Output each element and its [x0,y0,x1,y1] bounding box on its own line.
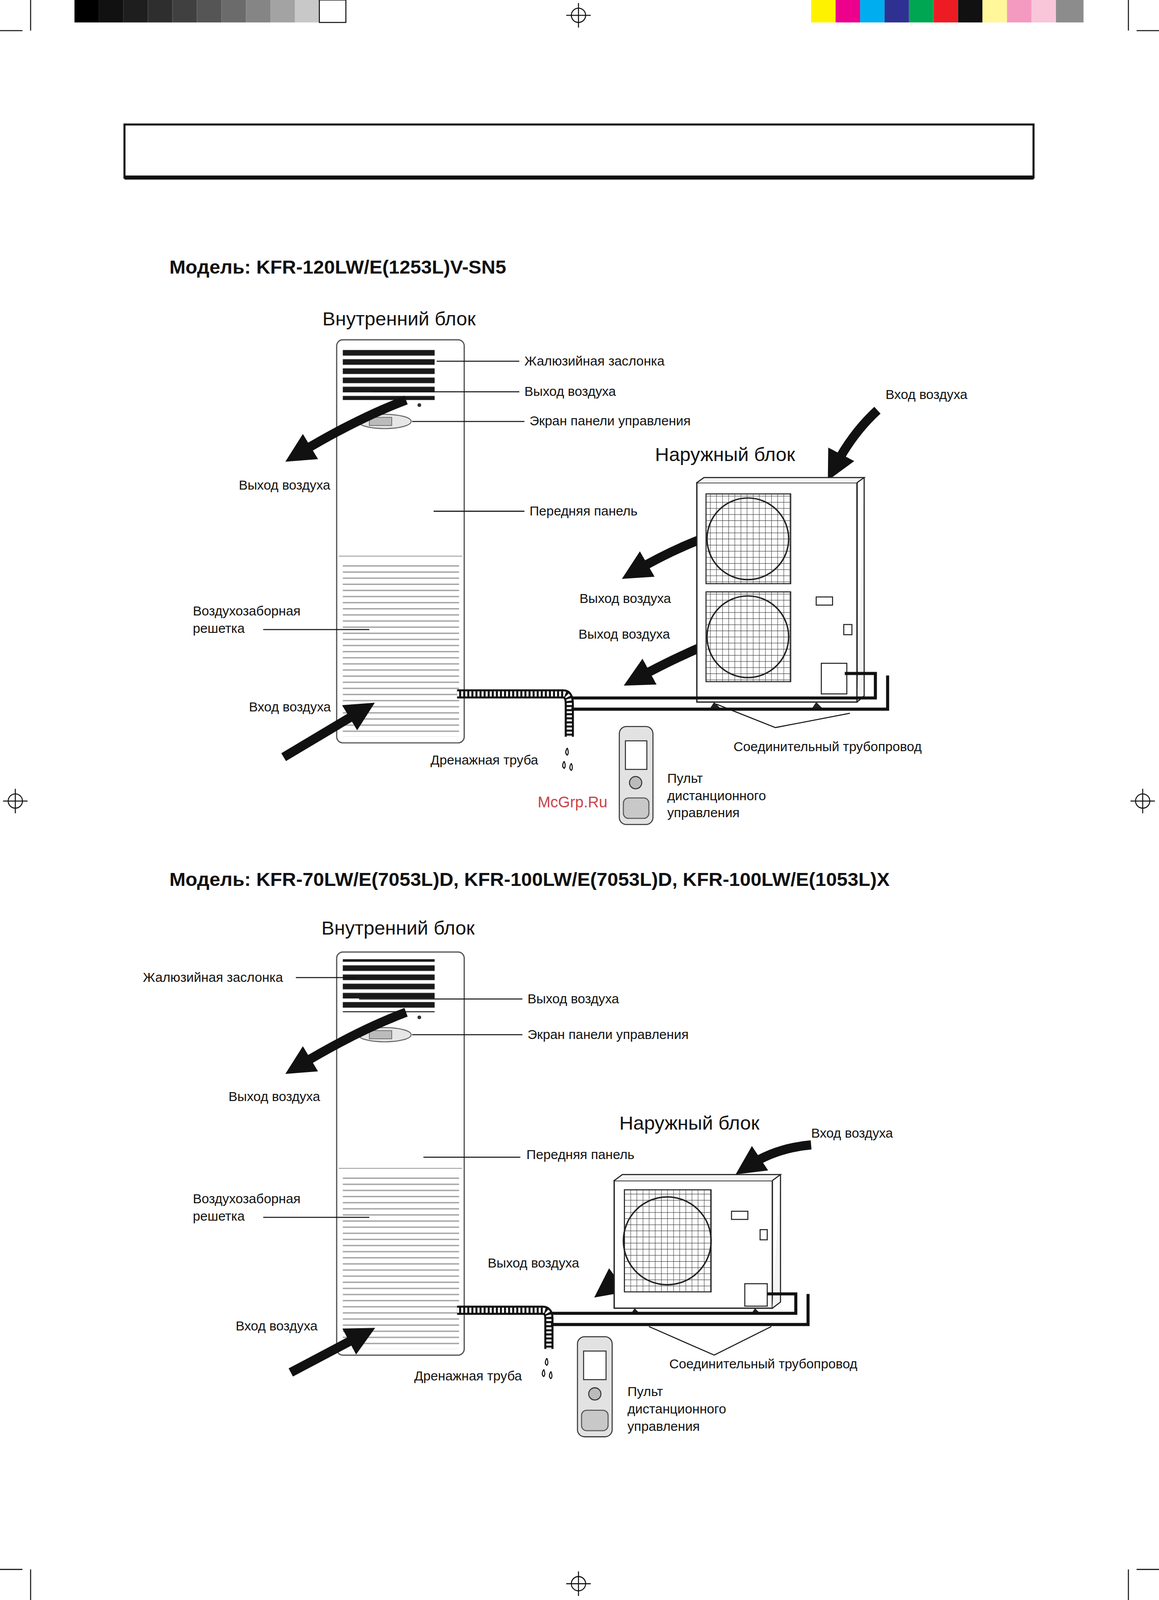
callout-label: Выход воздуха [527,990,619,1008]
airflow-arrow [283,399,878,757]
callout-label: Дренажная труба [430,751,539,770]
unit-title: Наружный блок [654,442,795,468]
callout-label: Выход воздуха [228,1088,320,1106]
remote-control [619,726,653,824]
callout-label: Выход воздуха [579,590,671,609]
outdoor-unit [614,1174,781,1314]
callout-label: Вход воздуха [248,698,331,717]
callout-label: Воздухозаборная решетка [192,1190,315,1225]
callout-label: Экран панели управления [527,1026,689,1044]
callout-label: Передняя панель [526,1146,635,1164]
leader-line [263,360,850,728]
section-heading: Модель: KFR-120LW/E(1253L)V-SN5 [169,255,507,281]
unit-title: Наружный блок [619,1110,760,1136]
airflow-arrow [290,1011,812,1372]
outdoor-unit [696,477,865,708]
callout-label: Передняя панель [529,502,638,521]
callout-label: Дренажная труба [414,1367,522,1386]
callout-label: Соединительный трубопровод [669,1355,858,1374]
callout-label: Выход воздуха [578,626,671,644]
callout-label: Вход воздуха [235,1317,318,1336]
watermark: McGrp.Ru [537,791,608,812]
unit-title: Внутренний блок [321,915,475,941]
callout-label: Выход воздуха [487,1254,580,1272]
callout-label: Воздухозаборная решетка [192,602,315,638]
header-frame [124,124,1034,180]
callout-label: Выход воздуха [524,383,617,402]
leader-line [263,976,772,1355]
section-heading: Модель: KFR-70LW/E(7053L)D, KFR-100LW/E(… [169,866,890,892]
callout-label: Экран панели управления [529,413,691,431]
callout-label: Пульт дистанционного управления [627,1382,749,1435]
unit-title: Внутренний блок [322,306,477,332]
callout-label: Выход воздуха [238,477,331,495]
callout-label: Соединительный трубопровод [733,738,922,756]
callout-label: Вход воздуха [885,386,968,405]
callout-label: Жалюзийная заслонка [524,352,665,371]
callout-label: Вход воздуха [811,1125,893,1143]
remote-control [577,1336,613,1437]
callout-label: Пульт дистанционного управления [667,769,788,822]
callout-label: Жалюзийная заслонка [142,968,283,987]
